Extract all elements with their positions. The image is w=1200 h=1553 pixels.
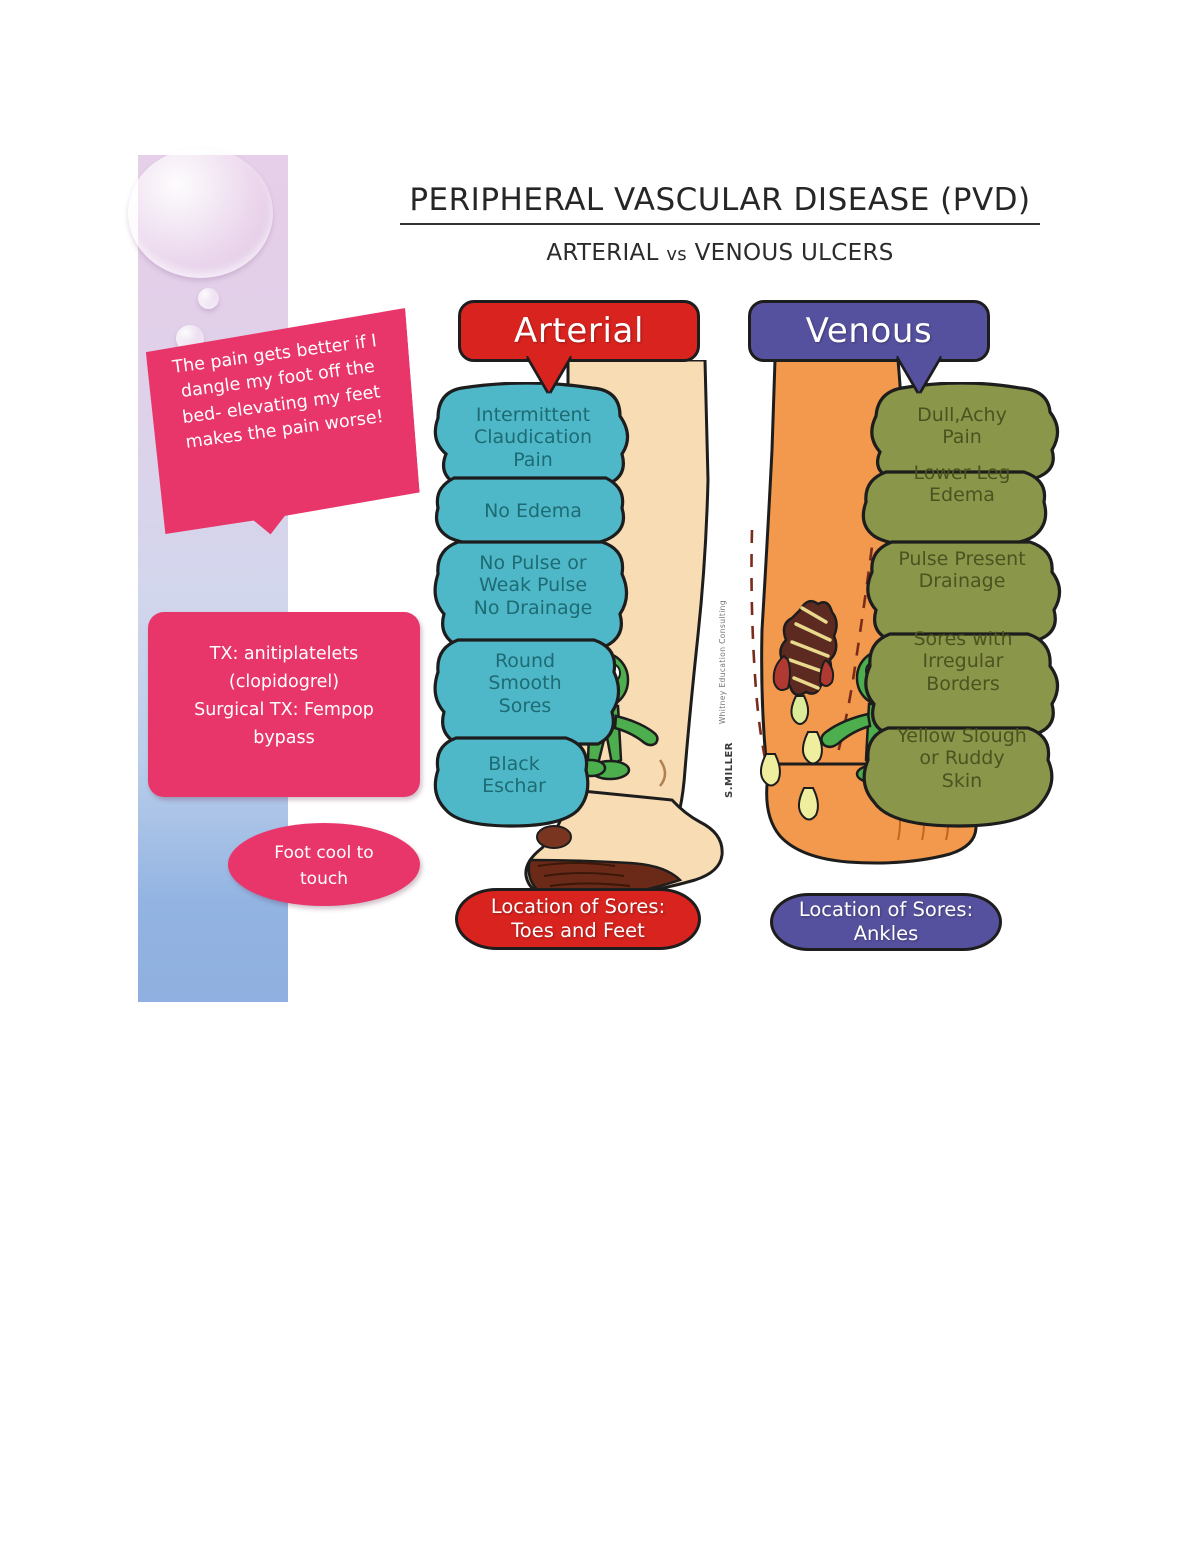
venous-header-banner: Venous (748, 300, 990, 362)
arterial-banner-arrow-icon (528, 356, 570, 392)
arterial-location-banner: Location of Sores: Toes and Feet (455, 888, 701, 950)
arterial-location-value: Toes and Feet (511, 919, 645, 942)
venous-bubble-column (861, 382, 1062, 828)
subtitle-venous: VENOUS ULCERS (694, 240, 894, 266)
arterial-bubble-2 (434, 476, 626, 550)
drainage-droplets (760, 695, 823, 821)
venous-bubble-1 (870, 382, 1060, 480)
water-droplet-icon (128, 148, 273, 278)
subtitle-vs: vs (666, 244, 687, 265)
venous-location-label: Location of Sores: (798, 897, 974, 921)
treatment-line: bypass (253, 728, 315, 748)
foot-temp-line: touch (300, 869, 348, 890)
patient-quote-text: The pain gets better if I dangle my foot… (171, 331, 385, 453)
treatment-text: TX: anitiplatelets (clopidogrel) Surgica… (150, 640, 418, 752)
treatment-line: (clopidogrel) (228, 672, 340, 692)
venous-bubble-3 (866, 540, 1062, 642)
venous-bubble-4 (864, 632, 1060, 736)
treatment-box (148, 612, 420, 797)
venous-bubble-5 (862, 726, 1054, 828)
subtitle-arterial: ARTERIAL (546, 240, 659, 266)
venous-banner-arrow-icon (898, 356, 940, 392)
arterial-bubble-4 (433, 638, 621, 746)
page-title: PERIPHERAL VASCULAR DISEASE (PVD) (400, 182, 1040, 225)
page-subtitle: ARTERIAL vs VENOUS ULCERS (400, 240, 1040, 266)
venous-location-value: Ankles (853, 922, 919, 945)
arterial-bubble-column (433, 382, 630, 828)
arterial-location-label: Location of Sores: (490, 894, 666, 918)
arterial-bubble-5 (433, 736, 590, 828)
foot-temperature-text: Foot cool to touch (228, 840, 420, 893)
arterial-bubble-1 (433, 382, 630, 486)
watermark-signature: S.MILLER (724, 742, 735, 798)
venous-bubble-2 (861, 470, 1048, 550)
water-droplet-icon (198, 288, 219, 309)
treatment-line: Surgical TX: Fempop (194, 700, 374, 720)
arterial-bubble-3 (433, 540, 629, 648)
arterial-header-banner: Arterial (458, 300, 700, 362)
foot-temp-line: Foot cool to (274, 843, 374, 863)
venous-location-banner: Location of Sores: Ankles (770, 893, 1002, 951)
watermark-copyright: Whitney Education Consulting (718, 600, 727, 725)
foot-temperature-bubble (228, 823, 420, 906)
treatment-line: TX: anitiplatelets (209, 644, 359, 664)
